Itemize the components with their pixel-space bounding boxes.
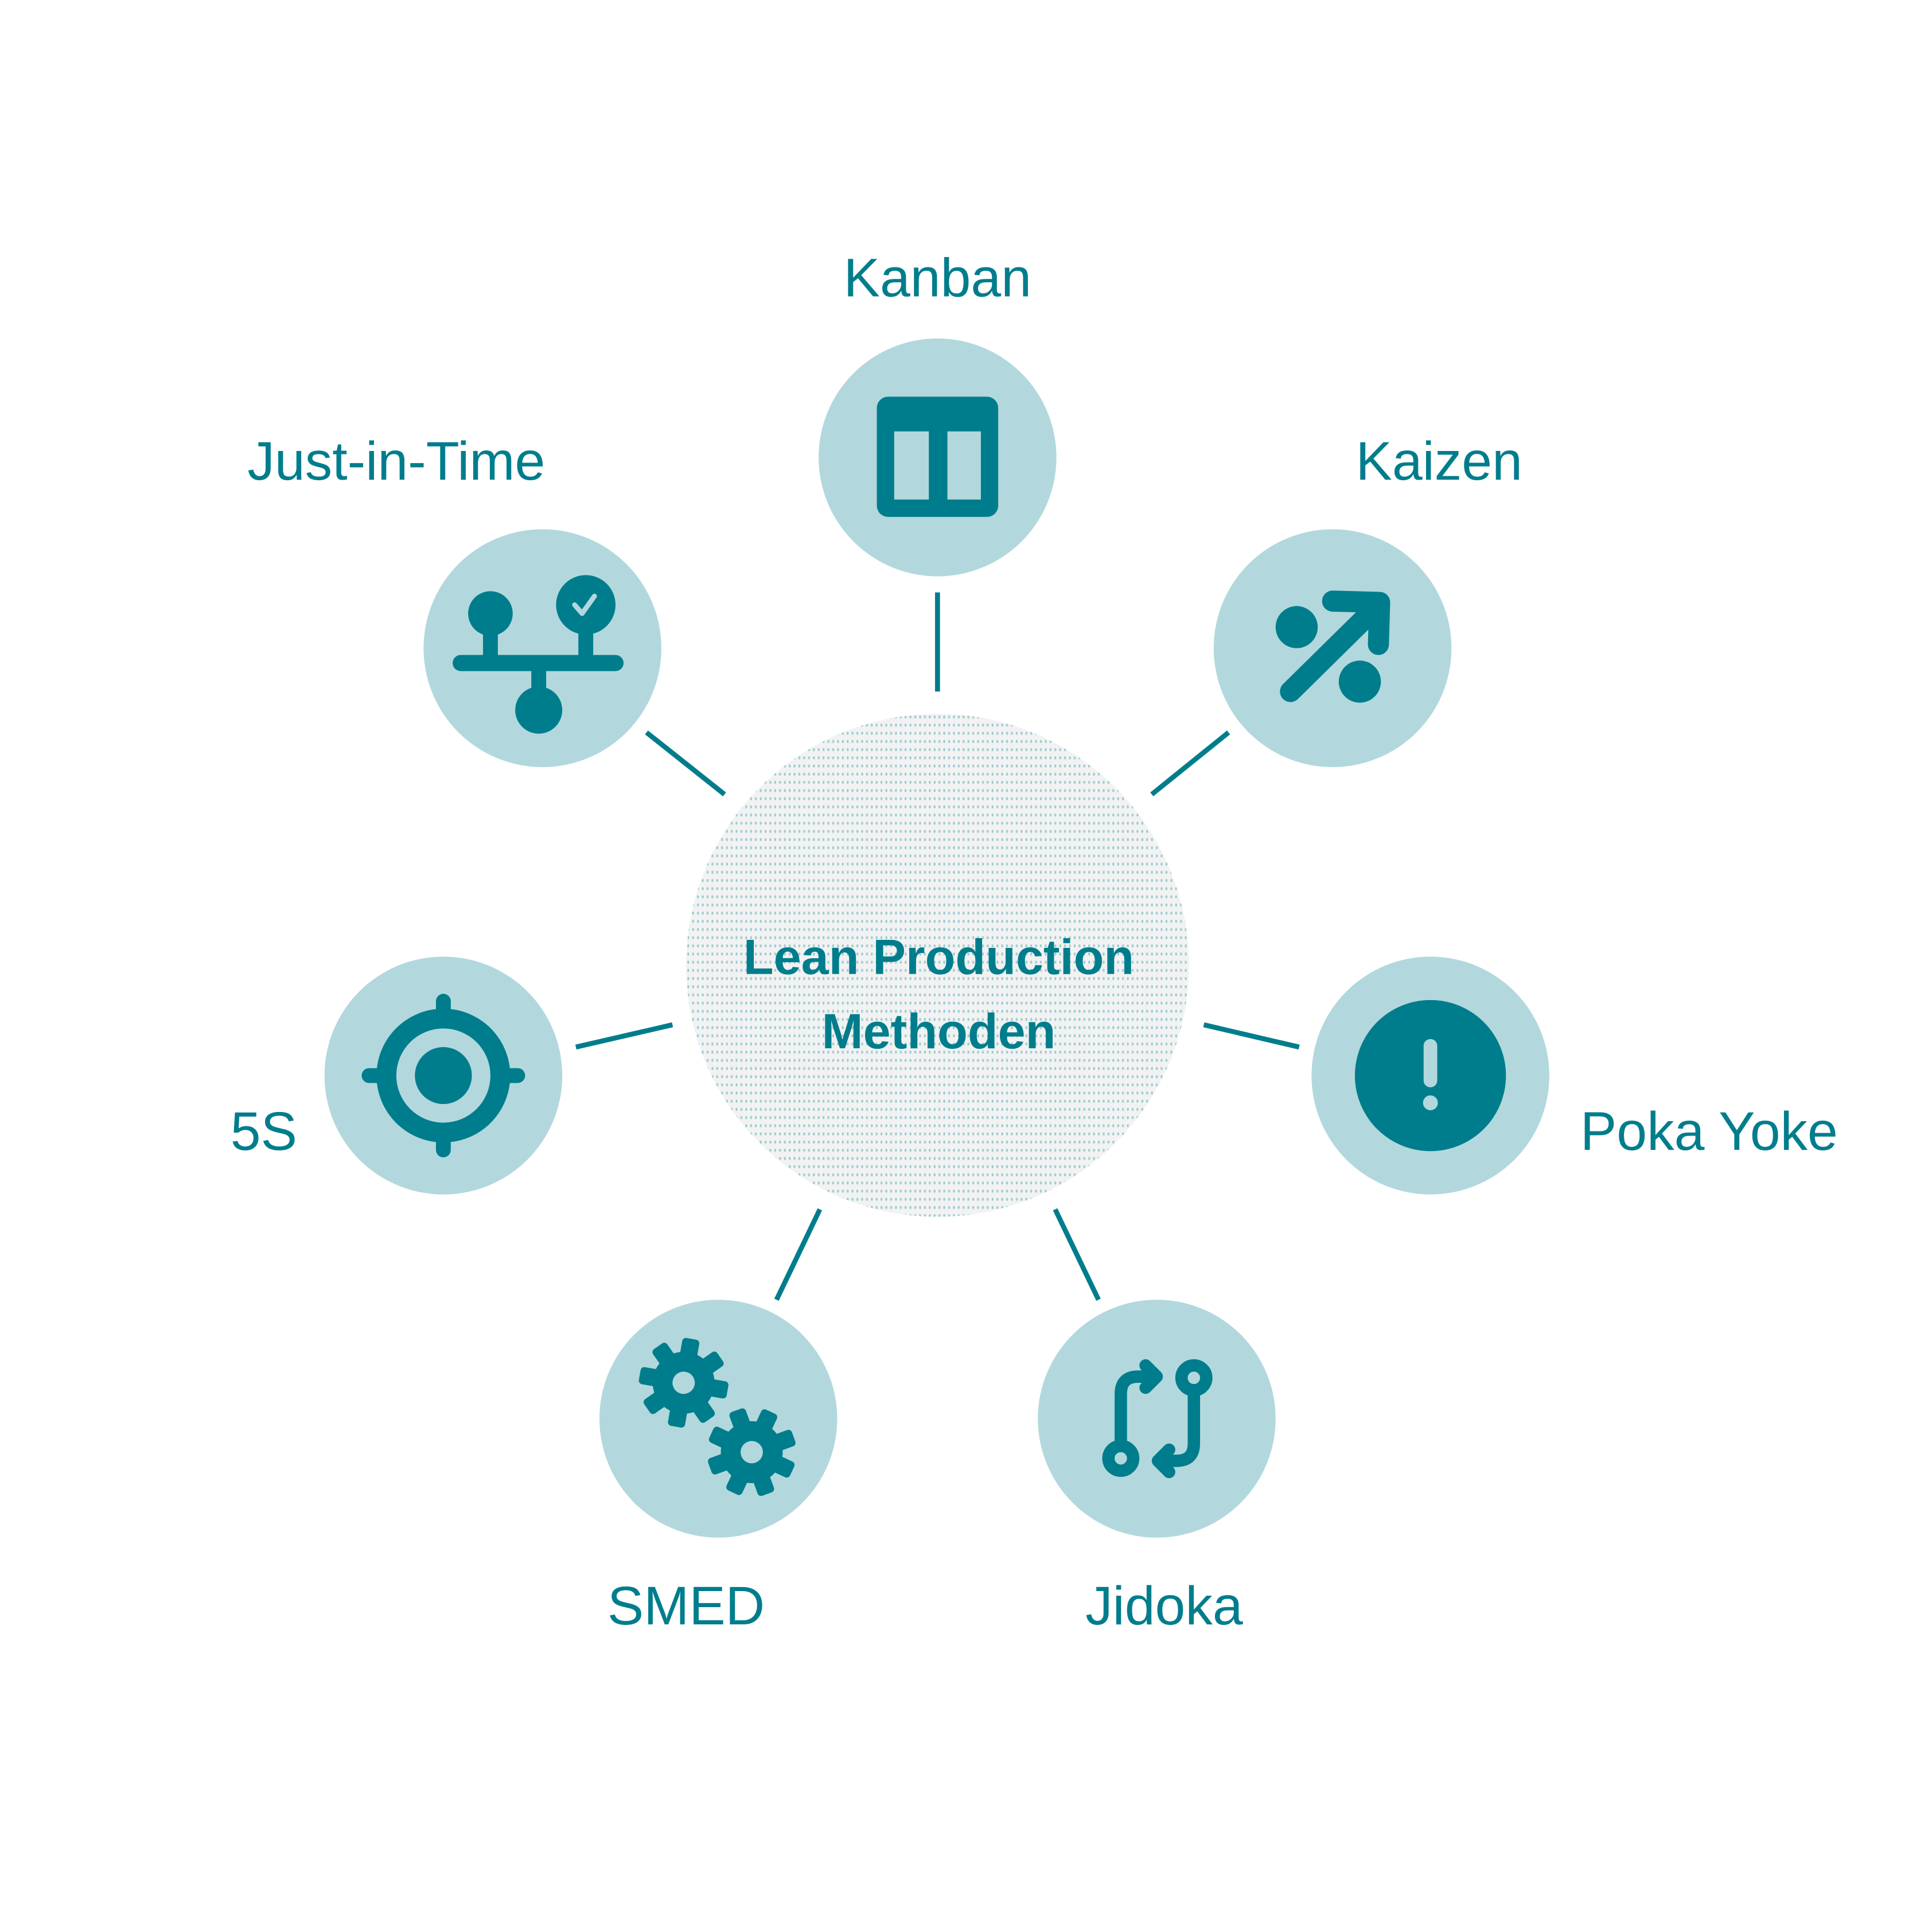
method-5s: 5S: [231, 956, 563, 1195]
swap-arrows-icon: [1102, 1359, 1213, 1479]
connector-smed: [774, 1208, 823, 1301]
connector-jidoka: [1053, 1208, 1101, 1301]
method-label-just-in-time: Just-in-Time: [247, 431, 545, 492]
method-kanban: Kanban: [819, 248, 1057, 577]
method-label-poka-yoke: Poka Yoke: [1580, 1101, 1838, 1162]
connector-5s: [575, 1022, 673, 1050]
method-label-kanban: Kanban: [844, 248, 1031, 309]
connector-kaizen: [1150, 730, 1230, 796]
target-icon: [361, 994, 525, 1158]
connector-poka-yoke: [1203, 1022, 1300, 1050]
method-label-kaizen: Kaizen: [1356, 431, 1522, 492]
method-just-in-time: Just-in-Time: [247, 431, 661, 767]
method-smed: SMED: [599, 1300, 838, 1636]
method-label-jidoka: Jidoka: [1085, 1576, 1243, 1636]
method-label-5s: 5S: [231, 1101, 297, 1162]
center-title-line1: Lean Production: [743, 930, 1134, 985]
method-label-smed: SMED: [607, 1576, 765, 1636]
method-jidoka: Jidoka: [1038, 1300, 1276, 1636]
method-poka-yoke: Poka Yoke: [1311, 956, 1838, 1195]
kanban-board-icon: [877, 396, 999, 517]
connector-jit: [645, 730, 726, 796]
center-node: Lean Production Methoden: [686, 714, 1189, 1217]
gears-icon: [638, 1337, 796, 1496]
exclamation-icon: [1354, 1000, 1506, 1152]
center-title-line2: Methoden: [822, 1004, 1056, 1059]
flow-balance-icon: [453, 575, 624, 734]
improvement-arrow-icon: [1275, 590, 1390, 703]
method-kaizen: Kaizen: [1213, 431, 1522, 767]
connectors: [575, 592, 1300, 1301]
